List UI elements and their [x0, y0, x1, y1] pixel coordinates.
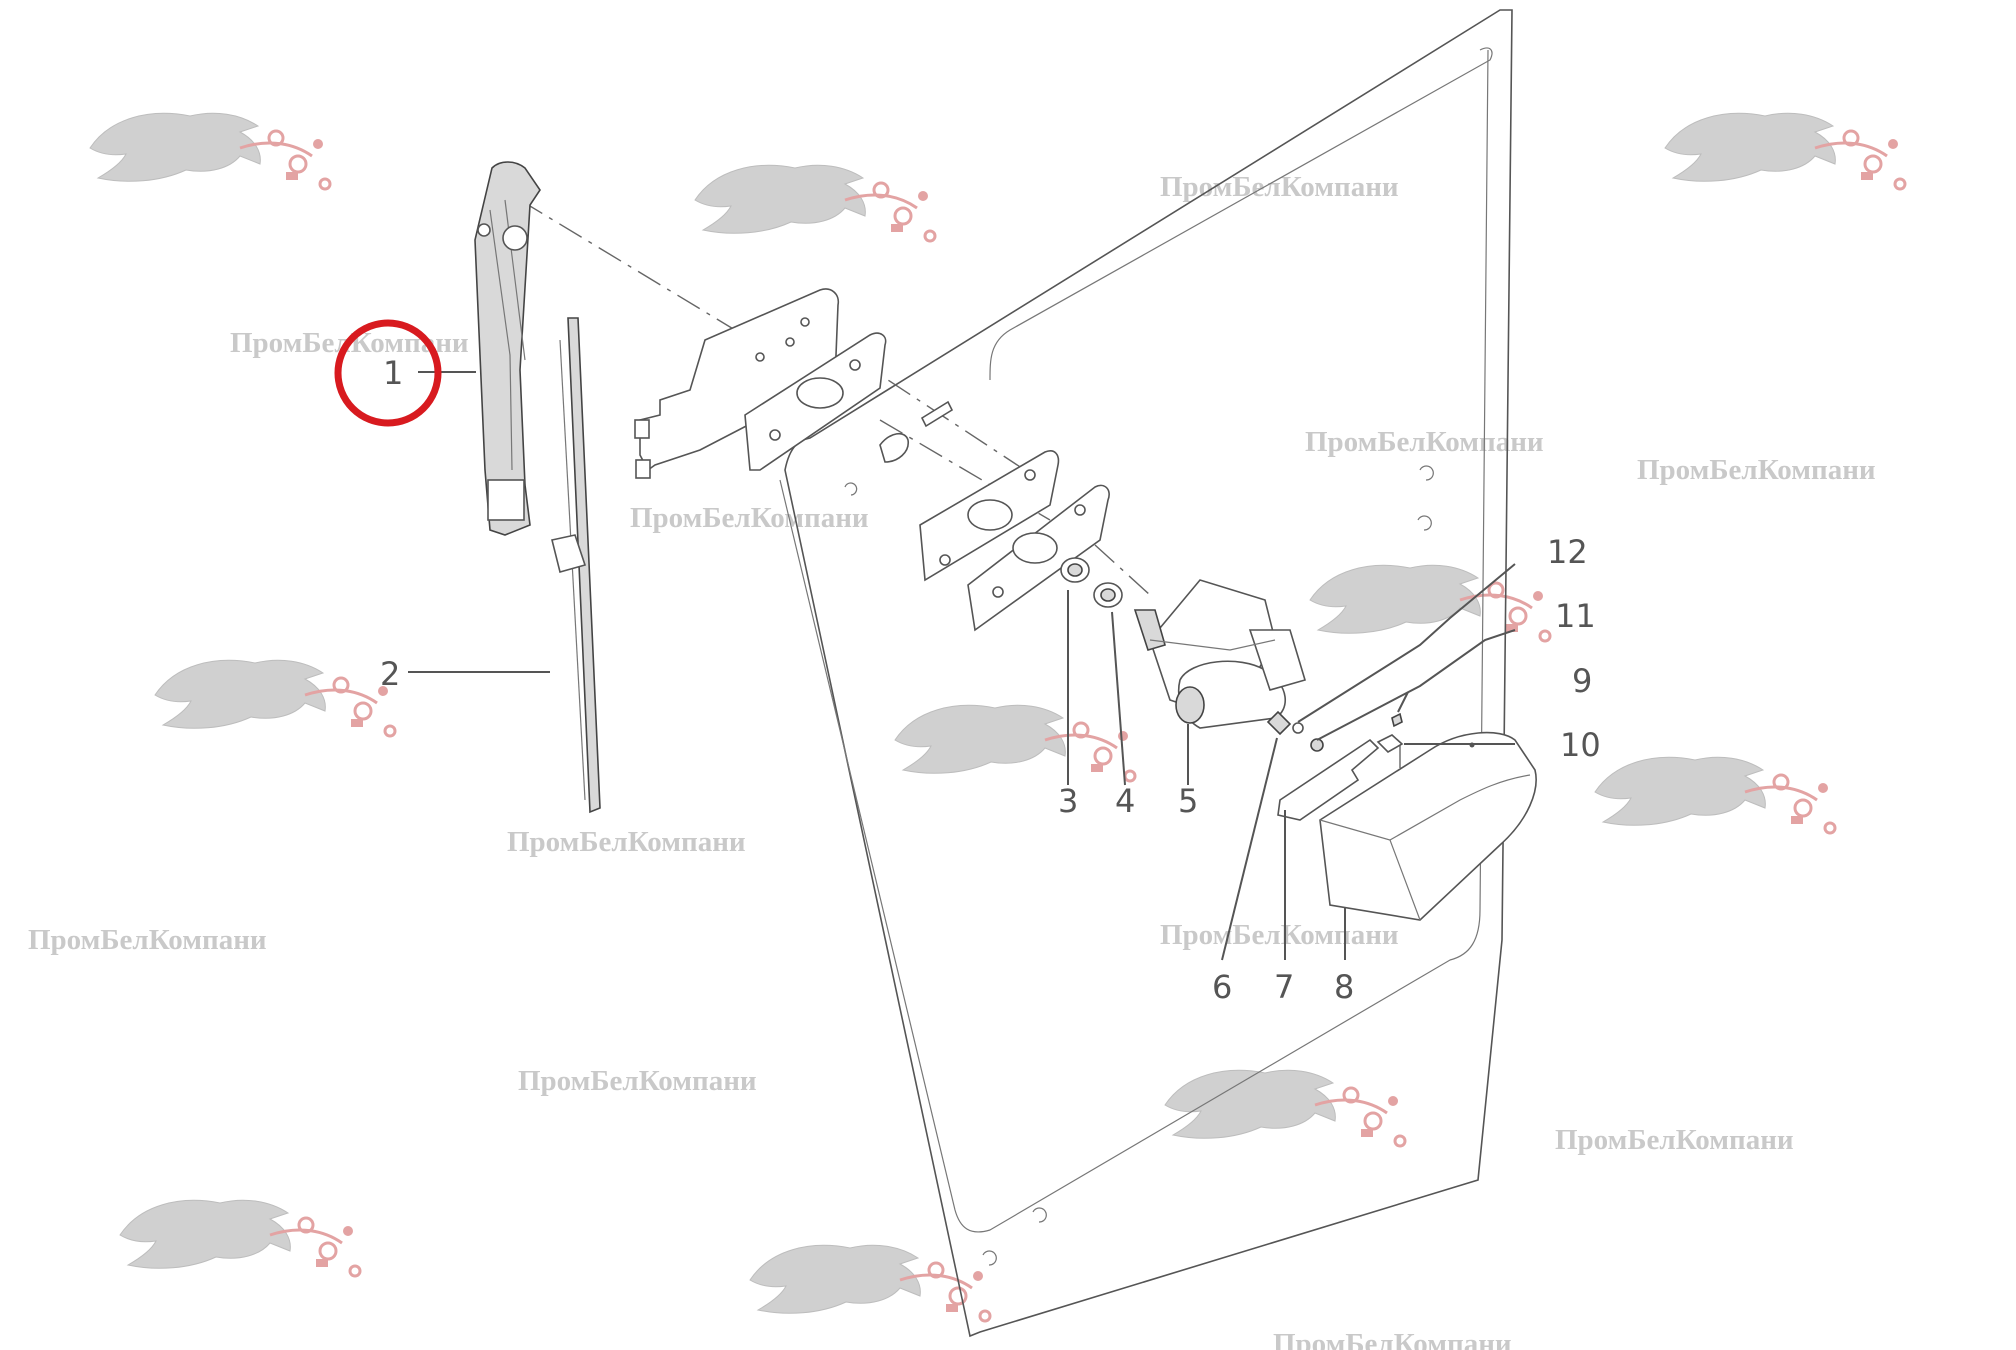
callout-7: 7	[1274, 968, 1294, 1006]
fasteners	[1292, 712, 1404, 753]
watermark-text: ПромБелКомпани	[1273, 1328, 1512, 1350]
watermark-text: ПромБелКомпани	[1637, 454, 1876, 486]
panther-logo-icon	[118, 1198, 362, 1278]
callout-3: 3	[1058, 782, 1078, 820]
mounting-bracket	[634, 288, 840, 479]
callouts: 1 2 3 4 5 6 7 8 9 10 11 12	[380, 354, 1601, 1006]
watermark-text: ПромБелКомпани	[1305, 426, 1544, 458]
cover-bracket	[1277, 738, 1380, 821]
callout-10: 10	[1560, 726, 1601, 764]
callout-5: 5	[1178, 782, 1198, 820]
watermark-text: ПромБелКомпани	[28, 924, 267, 956]
inner-plate-2	[967, 484, 1110, 632]
watermark-text: ПромБелКомпани	[1555, 1124, 1794, 1156]
watermark-text: ПромБелКомпани	[518, 1065, 757, 1097]
watermark-texts: ПромБелКомпани ПромБелКомпани ПромБелКом…	[28, 171, 1876, 1350]
watermark-text: ПромБелКомпани	[1160, 919, 1399, 951]
screw	[1266, 710, 1292, 736]
panther-logo-icon	[748, 1243, 992, 1323]
callout-1: 1	[383, 354, 403, 392]
nut	[1093, 582, 1123, 608]
callout-9: 9	[1572, 662, 1592, 700]
panther-logo-icon	[1163, 1068, 1407, 1148]
washer	[1060, 557, 1090, 583]
callout-6: 6	[1212, 968, 1232, 1006]
callout-12: 12	[1547, 533, 1588, 571]
seal-ring	[879, 400, 954, 463]
panther-logo-icon	[153, 658, 397, 738]
motor-cover	[1319, 731, 1537, 921]
watermark-text: ПромБелКомпани	[507, 826, 746, 858]
highlight-circle	[334, 319, 442, 427]
callout-11: 11	[1555, 597, 1596, 635]
panther-logo-icon	[1593, 755, 1837, 835]
inner-plate	[919, 450, 1060, 582]
panther-logo-icon	[88, 111, 332, 191]
watermark-text: ПромБелКомпани	[1160, 171, 1399, 203]
panther-logo-icon	[893, 703, 1137, 783]
gasket-plate	[744, 332, 887, 471]
callout-4: 4	[1115, 782, 1135, 820]
leader-lines	[408, 371, 1516, 961]
wiper-blade	[551, 317, 601, 814]
watermark-text: ПромБелКомпани	[630, 502, 869, 534]
callout-8: 8	[1334, 968, 1354, 1006]
wiper-arm	[474, 161, 541, 536]
panther-logo-icon	[1663, 111, 1907, 191]
panther-logo-icon	[693, 163, 937, 243]
callout-2: 2	[380, 655, 400, 693]
wiper-motor	[1133, 579, 1306, 729]
